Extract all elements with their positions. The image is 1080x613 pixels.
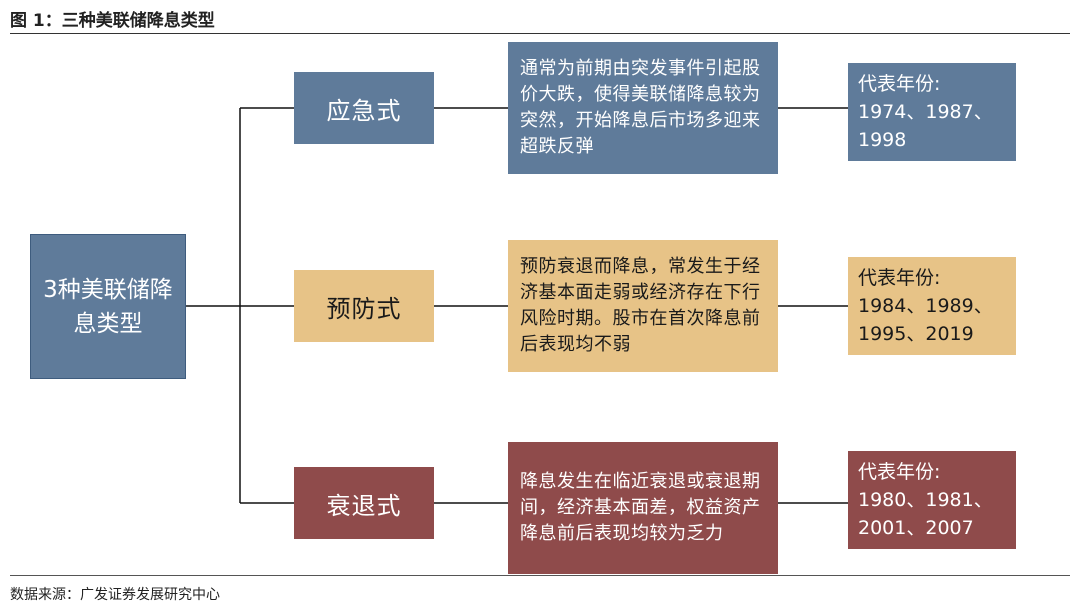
years-label: 代表年份: [858, 73, 941, 95]
years-label: 代表年份: [858, 461, 941, 483]
type-label: 应急式 [326, 96, 402, 125]
years-values: 1984、1989、 1995、2019 [858, 295, 993, 345]
description-node-recession: 降息发生在临近衰退或衰退期间，经济基本面差，权益资产降息前后表现均较为乏力 [508, 442, 778, 574]
years-label: 代表年份: [858, 267, 941, 289]
type-label: 预防式 [326, 294, 402, 323]
root-node: 3种美联储降息类型 [30, 234, 186, 379]
top-rule [10, 33, 1070, 34]
figure-title: 图 1：三种美联储降息类型 [10, 11, 215, 31]
years-values: 1980、1981、 2001、2007 [858, 489, 993, 539]
description-text: 降息发生在临近衰退或衰退期间，经济基本面差，权益资产降息前后表现均较为乏力 [520, 471, 761, 544]
type-label: 衰退式 [326, 491, 402, 520]
source-note: 数据来源：广发证券发展研究中心 [10, 587, 220, 603]
description-text: 预防衰退而降息，常发生于经济基本面走弱或经济存在下行风险时期。股市在首次降息前后… [520, 256, 761, 355]
type-node-preventive: 预防式 [294, 270, 434, 342]
years-values: 1974、1987、 1998 [858, 101, 993, 151]
root-label: 3种美联储降息类型 [43, 276, 173, 337]
years-node-recession: 代表年份: 1980、1981、 2001、2007 [848, 451, 1016, 549]
description-text: 通常为前期由突发事件引起股价大跌，使得美联储降息较为突然，开始降息后市场多迎来超… [520, 58, 761, 157]
type-node-emergency: 应急式 [294, 72, 434, 144]
years-node-emergency: 代表年份: 1974、1987、 1998 [848, 63, 1016, 161]
bottom-rule [10, 575, 1070, 576]
type-node-recession: 衰退式 [294, 467, 434, 539]
description-node-emergency: 通常为前期由突发事件引起股价大跌，使得美联储降息较为突然，开始降息后市场多迎来超… [508, 42, 778, 174]
description-node-preventive: 预防衰退而降息，常发生于经济基本面走弱或经济存在下行风险时期。股市在首次降息前后… [508, 240, 778, 372]
years-node-preventive: 代表年份: 1984、1989、 1995、2019 [848, 257, 1016, 355]
